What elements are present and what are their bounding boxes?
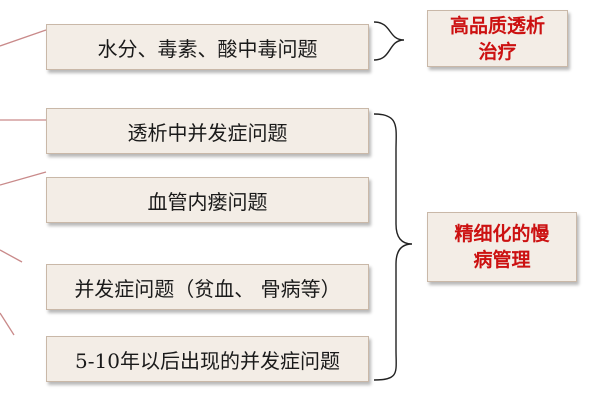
problem-box-vascular-fistula: 血管内瘘问题 <box>46 177 369 223</box>
left-connector-3 <box>0 171 47 186</box>
problem-label: 血管内瘘问题 <box>147 189 268 214</box>
solution-box-high-quality-dialysis: 高品质透析 治疗 <box>427 10 568 67</box>
problem-label: 水分、毒素、酸中毒问题 <box>97 36 318 61</box>
problem-box-dialysis-complications: 透析中并发症问题 <box>46 108 369 154</box>
left-connector-4 <box>0 249 23 263</box>
left-connector-5 <box>0 312 15 336</box>
solution-line: 精细化的慢 <box>454 223 550 245</box>
problem-label: 并发症问题（贫血、 骨病等） <box>74 276 341 301</box>
solution-line: 病管理 <box>473 249 531 271</box>
solution-line: 治疗 <box>478 40 517 63</box>
problem-label: 透析中并发症问题 <box>127 120 288 145</box>
brace-large <box>373 113 413 381</box>
problem-box-anemia-bone-complications: 并发症问题（贫血、 骨病等） <box>46 264 369 310</box>
left-connectors <box>0 29 47 336</box>
solution-box-chronic-disease-management: 精细化的慢 病管理 <box>427 212 577 282</box>
brace-small <box>373 21 405 61</box>
solution-line: 高品质透析 <box>449 14 545 37</box>
problem-label: 5-10年以后出现的并发症问题 <box>75 348 340 373</box>
problem-box-long-term-complications: 5-10年以后出现的并发症问题 <box>46 336 369 382</box>
problem-box-water-toxin-acidosis: 水分、毒素、酸中毒问题 <box>46 24 369 70</box>
left-connector-1 <box>0 29 47 47</box>
